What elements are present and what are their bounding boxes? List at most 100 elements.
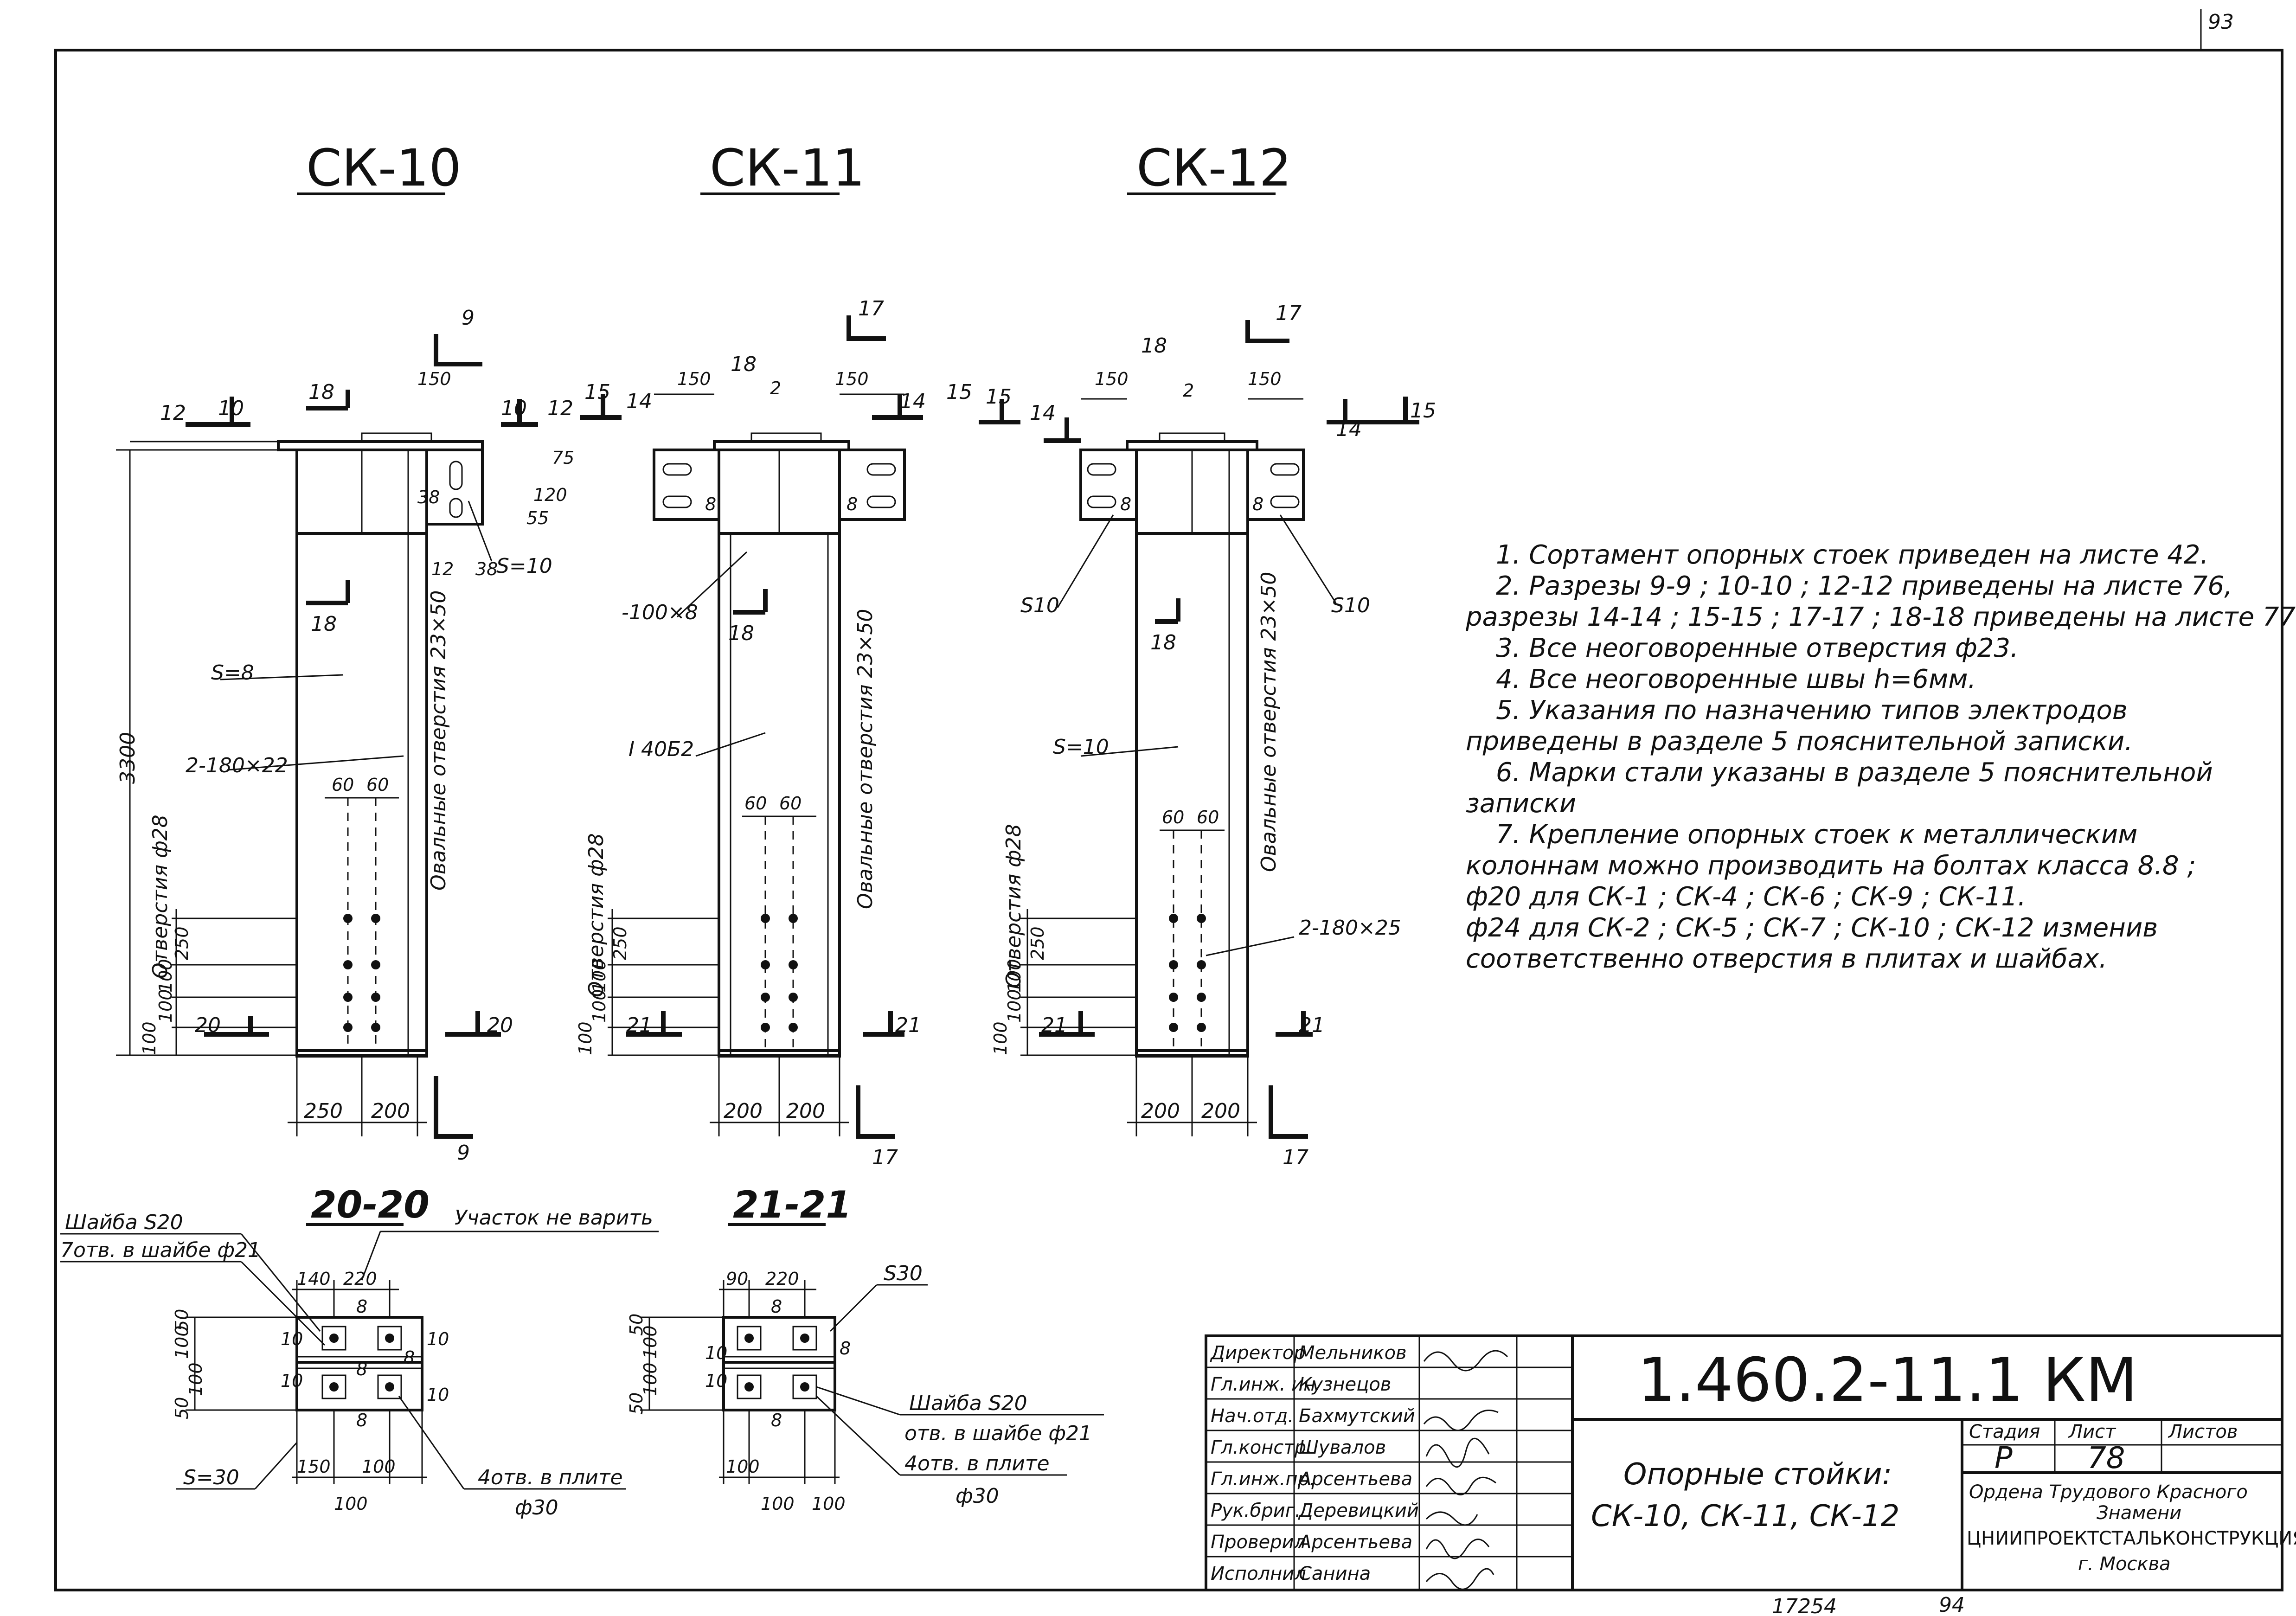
slot (1270, 463, 1300, 476)
washer-holes-label: отв. в шайбе ф21 (904, 1422, 1092, 1445)
slot (866, 463, 896, 476)
dim-label: 15 (946, 380, 972, 404)
dim-label: 60 (366, 775, 389, 795)
note-line: 1. Сортамент опорных стоек приведен на л… (1496, 540, 2208, 570)
wall-thickness-label: S=8 (211, 661, 254, 685)
column-mark: СК-10 (306, 138, 462, 198)
staff-name: Кузнецов (1299, 1374, 1391, 1395)
section-21-21: 21-21 90 220 S30 50 100 50 (626, 1183, 1104, 1514)
note-line: 6. Марки стали указаны в разделе 5 поясн… (1496, 757, 2213, 788)
staff-role: Гл.констр. (1211, 1437, 1312, 1458)
dim-label: 60 (744, 793, 767, 814)
washer (792, 1326, 817, 1351)
slot (1270, 495, 1300, 508)
section-arrow-20-left (204, 1016, 269, 1037)
plate-holes-diameter: ф30 (515, 1496, 558, 1520)
org-line: Знамени (2097, 1502, 2181, 1524)
washer (737, 1326, 762, 1351)
dim-label: 12 (547, 397, 573, 420)
sheet-frame (54, 49, 2283, 1591)
section-20-20: 20-20 Шайба S20 7отв. в ша (60, 1183, 659, 1520)
dim-label: 18 (308, 380, 334, 404)
section-label: 17 (1283, 1146, 1308, 1169)
section-label: 17 (872, 1146, 898, 1169)
note-line: приведены в разделе 5 пояснительной запи… (1466, 726, 2133, 757)
dim-label: 250 (610, 926, 630, 960)
staff-name: Мельников (1299, 1342, 1407, 1364)
dim-label: 60 (1162, 807, 1184, 827)
plate-spec-label: -100×8 (622, 601, 698, 624)
drawing-title-line2: СК-10, СК-11, СК-12 (1591, 1499, 1899, 1533)
slot (866, 495, 896, 508)
plate-holes-label: 4отв. в плите (904, 1452, 1050, 1475)
oval-holes-label: Овальные отверстия 23×50 (853, 609, 877, 909)
section-arrow-18 (733, 589, 768, 615)
dim-label: 8 (847, 494, 858, 514)
plate-thickness-label: S=10 (496, 554, 552, 578)
archive-number: 17254 (1772, 1595, 1837, 1616)
dim-label: 140 (297, 1269, 331, 1289)
slot (662, 463, 692, 476)
dim-label: 18 (1150, 631, 1176, 654)
dim-label: 100 (575, 1021, 596, 1055)
profile-label: I 40Б2 (629, 737, 694, 761)
dim-label: 8 (356, 1359, 367, 1379)
section-arrow-top (847, 315, 886, 341)
dim-label: 14 (1030, 401, 1056, 425)
dim-label: 50 (172, 1309, 192, 1331)
dim-label: 100 (1004, 989, 1025, 1023)
section-label: 21 (1041, 1013, 1067, 1037)
plate-thickness-label: S10 (1331, 594, 1370, 617)
washer (321, 1326, 346, 1351)
dim-label: 15 (584, 380, 610, 404)
holes-label: Отверстия ф28 (1002, 824, 1026, 988)
dim-label: 18 (1141, 334, 1167, 358)
dim-label: 55 (526, 508, 549, 528)
no-weld-label: Участок не варить (455, 1206, 653, 1230)
dim-label: 38 (417, 487, 440, 507)
top-washer (361, 432, 432, 442)
column-ck-12: СК-12 (979, 138, 1436, 1169)
dim-label: 150 (1248, 369, 1282, 389)
dim-label: 100 (155, 989, 176, 1023)
document-code: 1.460.2-11.1 КМ (1637, 1345, 2137, 1415)
stage-header: Стадия (1969, 1421, 2040, 1443)
washer (321, 1374, 346, 1399)
section-arrow-top (1245, 320, 1289, 343)
dim-label: 8 (1120, 494, 1131, 514)
dim-label: 8 (1252, 494, 1263, 514)
bolt-grid (343, 798, 380, 1051)
staff-name: Арсентьева (1297, 1469, 1412, 1490)
section-arrow-14-left (1044, 417, 1081, 443)
dim-label: 15 (1410, 399, 1436, 423)
dim-label: 100 (761, 1494, 795, 1514)
signature-scribbles (1423, 1350, 1508, 1590)
dim-label: 100 (186, 1362, 206, 1396)
section-label: 21 (895, 1013, 921, 1037)
section-label: 17 (1276, 301, 1302, 325)
section-arrow-21-left (1039, 1011, 1095, 1037)
section-arrow-top (434, 334, 482, 366)
dim-label: 75 (552, 448, 574, 468)
plate-holes-diameter: ф30 (956, 1484, 999, 1508)
column-mark: СК-11 (710, 138, 865, 198)
dim-label: 60 (779, 793, 802, 814)
dim-label: 100 (589, 959, 609, 993)
column-ck-11: СК-11 (575, 138, 972, 1169)
section-arrow-10 (501, 399, 538, 427)
dim-label: 38 (475, 559, 498, 579)
slot (1087, 463, 1116, 476)
dim-label: 100 (362, 1456, 396, 1477)
dim-label: 200 (371, 1099, 410, 1123)
dim-label: 120 (533, 485, 567, 505)
dim-label: 8 (404, 1347, 415, 1368)
note-line: 2. Разрезы 9-9 ; 10-10 ; 12-12 приведены… (1496, 571, 2232, 601)
washer (377, 1374, 402, 1399)
staff-role: Нач.отд. (1211, 1405, 1294, 1427)
section-arrow-15-left (580, 394, 622, 420)
column-body (1135, 449, 1249, 1057)
dim-label: 250 (172, 926, 192, 960)
washer (737, 1374, 762, 1399)
dim-label: 100 (812, 1494, 846, 1514)
